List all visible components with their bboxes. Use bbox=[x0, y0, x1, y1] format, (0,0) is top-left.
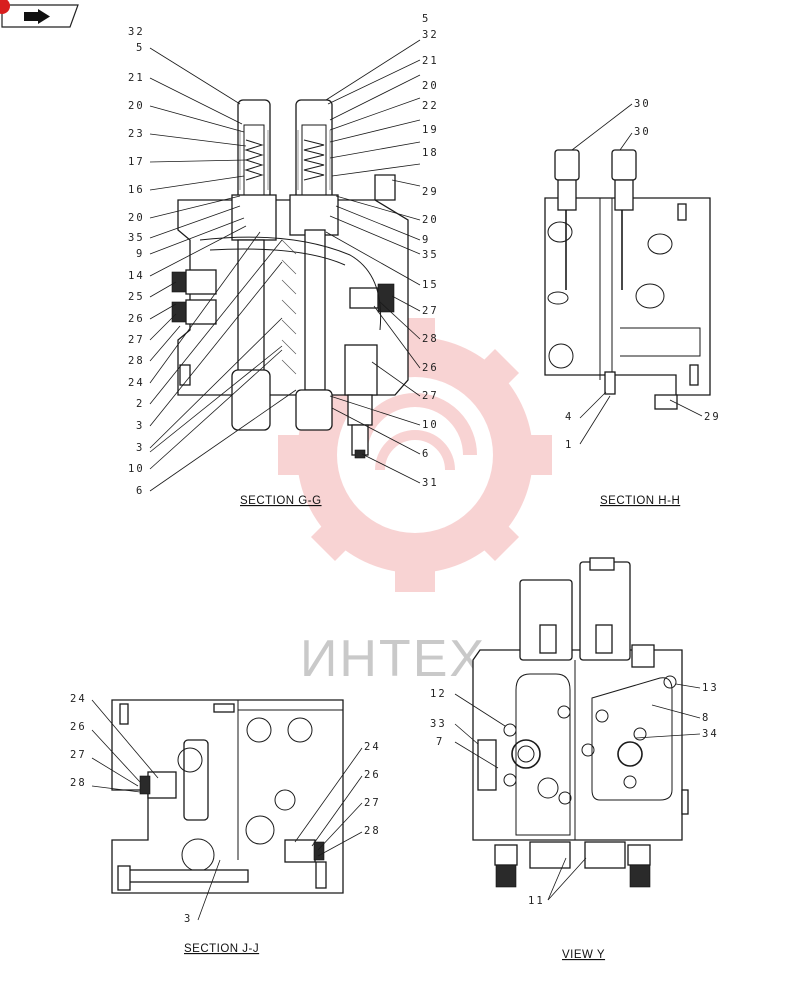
callout-label: 3 bbox=[136, 442, 144, 454]
section-gg-left-leaders bbox=[149, 47, 297, 492]
callout-label: 27 bbox=[422, 390, 439, 402]
watermark-text: ИНТЕХ bbox=[300, 630, 486, 688]
callout-label: 26 bbox=[364, 769, 381, 781]
callout-label: 13 bbox=[702, 682, 719, 694]
section-hh-title: SECTION H-H bbox=[600, 495, 680, 507]
callout-label: 6 bbox=[422, 448, 430, 460]
callout-label: 23 bbox=[128, 128, 145, 140]
previous-page-button[interactable] bbox=[0, 0, 79, 28]
callout-label: 29 bbox=[422, 186, 439, 198]
callout-label: 10 bbox=[422, 419, 439, 431]
callout-label: 1 bbox=[565, 439, 573, 451]
callout-label: 14 bbox=[128, 270, 145, 282]
callout-label: 27 bbox=[70, 749, 87, 761]
view-y-callouts: 12 33 7 13 8 34 11 bbox=[430, 682, 719, 907]
callout-label: 30 bbox=[634, 98, 651, 110]
callout-label: 21 bbox=[128, 72, 145, 84]
callout-label: 29 bbox=[704, 411, 721, 423]
callout-label: 20 bbox=[128, 100, 145, 112]
callout-label: 33 bbox=[430, 718, 447, 730]
callout-label: 22 bbox=[422, 100, 439, 112]
callout-label: 28 bbox=[422, 333, 439, 345]
callout-label: 31 bbox=[422, 477, 439, 489]
section-jj-callouts: 24 26 27 28 3 24 26 27 28 bbox=[70, 693, 381, 925]
callout-label: 5 bbox=[136, 42, 144, 54]
section-gg-drawing bbox=[171, 99, 409, 459]
callout-label: 16 bbox=[128, 184, 145, 196]
callout-label: 18 bbox=[422, 147, 439, 159]
callout-label: 24 bbox=[364, 741, 381, 753]
callout-label: 17 bbox=[128, 156, 145, 168]
callout-label: 21 bbox=[422, 55, 439, 67]
callout-label: 20 bbox=[422, 80, 439, 92]
callout-label: 24 bbox=[128, 377, 145, 389]
section-hh-leaders bbox=[571, 103, 703, 445]
callout-label: 34 bbox=[702, 728, 719, 740]
callout-label: 26 bbox=[128, 313, 145, 325]
section-hh-drawing bbox=[544, 149, 711, 410]
callout-label: 3 bbox=[184, 913, 192, 925]
callout-label: 19 bbox=[422, 124, 439, 136]
callout-label: 9 bbox=[136, 248, 144, 260]
callout-label: 27 bbox=[422, 305, 439, 317]
section-gg-right-callouts: 5 32 21 20 22 19 18 29 20 9 35 15 27 28 … bbox=[422, 13, 439, 489]
callout-label: 32 bbox=[128, 26, 145, 38]
callout-label: 10 bbox=[128, 463, 145, 475]
callout-label: 26 bbox=[70, 721, 87, 733]
callout-label: 27 bbox=[128, 334, 145, 346]
callout-label: 3 bbox=[136, 420, 144, 432]
section-jj-title: SECTION J-J bbox=[184, 943, 259, 955]
callout-label: 30 bbox=[634, 126, 651, 138]
section-gg-left-callouts: 32 5 21 20 23 17 16 20 35 9 14 25 26 27 … bbox=[128, 26, 145, 497]
callout-label: 28 bbox=[128, 355, 145, 367]
callout-label: 9 bbox=[422, 234, 430, 246]
callout-label: 11 bbox=[528, 895, 545, 907]
view-y-title: VIEW Y bbox=[562, 949, 605, 961]
callout-label: 4 bbox=[565, 411, 573, 423]
callout-label: 24 bbox=[70, 693, 87, 705]
section-jj-leaders bbox=[91, 699, 363, 921]
callout-label: 27 bbox=[364, 797, 381, 809]
callout-label: 6 bbox=[136, 485, 144, 497]
callout-label: 35 bbox=[128, 232, 145, 244]
callout-label: 35 bbox=[422, 249, 439, 261]
callout-label: 20 bbox=[422, 214, 439, 226]
callout-label: 15 bbox=[422, 279, 439, 291]
callout-label: 2 bbox=[136, 398, 144, 410]
section-gg-title: SECTION G-G bbox=[240, 495, 322, 507]
section-gg-right-leaders bbox=[325, 39, 421, 484]
callout-label: 26 bbox=[422, 362, 439, 374]
callout-label: 32 bbox=[422, 29, 439, 41]
callout-label: 12 bbox=[430, 688, 447, 700]
callout-label: 7 bbox=[436, 736, 444, 748]
callout-label: 28 bbox=[70, 777, 87, 789]
view-y-drawing bbox=[472, 557, 689, 888]
view-y-leaders bbox=[454, 683, 701, 901]
arrow-page-icon bbox=[24, 9, 50, 24]
callout-label: 28 bbox=[364, 825, 381, 837]
callout-label: 25 bbox=[128, 291, 145, 303]
section-hh-callouts: 30 30 29 4 1 bbox=[565, 98, 721, 451]
callout-label: 20 bbox=[128, 212, 145, 224]
section-jj-drawing bbox=[111, 699, 344, 894]
callout-label: 5 bbox=[422, 13, 430, 25]
callout-label: 8 bbox=[702, 712, 710, 724]
